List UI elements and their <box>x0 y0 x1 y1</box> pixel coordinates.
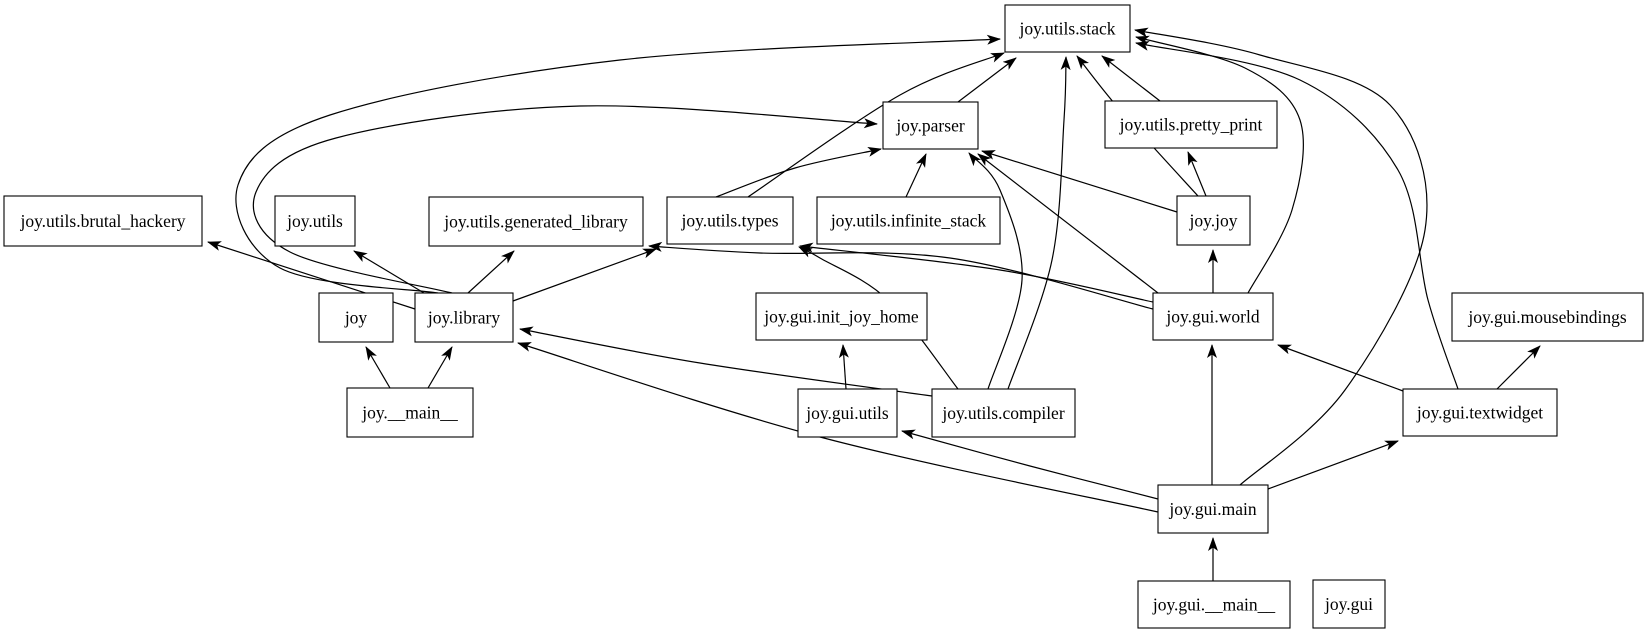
edge-world-to-parser <box>977 153 1159 294</box>
edge-textwidget-to-world <box>1277 344 1404 392</box>
node-box-utils <box>274 195 356 247</box>
node-box-init_joy_home <box>755 292 928 341</box>
nodes-layer: joy.utils.stack joy.parser joy.utils.prett… <box>3 4 1644 629</box>
node-box-parser <box>882 101 979 150</box>
node-box-generated_library <box>428 196 644 247</box>
edge-textwidget-to-stack <box>1135 40 1459 390</box>
edge-library-to-generated_library <box>467 250 515 294</box>
edge-infinite_stack-to-parser <box>905 153 927 198</box>
node-utils: joy.utils <box>274 195 356 247</box>
edges-layer <box>207 27 1541 581</box>
edge-joy_main-to-library <box>427 346 453 389</box>
node-joy_main: joy.__main__ <box>346 387 474 438</box>
node-box-joy_joy <box>1176 195 1251 246</box>
node-label-parser: joy.parser <box>895 116 965 136</box>
node-brutal_hackery: joy.utils.brutal_hackery <box>3 195 203 247</box>
node-generated_library: joy.utils.generated_library <box>428 196 644 247</box>
node-label-init_joy_home: joy.gui.init_joy_home <box>763 307 919 327</box>
node-label-joy_joy: joy.joy <box>1189 211 1238 231</box>
node-label-infinite_stack: joy.utils.infinite_stack <box>830 211 987 231</box>
node-box-brutal_hackery <box>3 195 203 247</box>
edge-compiler-to-parser <box>968 152 1023 390</box>
edge-types-to-parser <box>715 146 882 198</box>
edge-pretty_print-to-stack <box>1101 55 1161 102</box>
node-world: joy.gui.world <box>1152 292 1274 341</box>
edge-joy_joy-to-pretty_print <box>1187 151 1207 197</box>
node-gui_dunder_main: joy.gui.__main__ <box>1137 580 1291 629</box>
node-box-pretty_print <box>1104 100 1278 149</box>
edge-gui_main-to-gui_utils <box>901 429 1159 500</box>
node-types: joy.utils.types <box>666 196 794 245</box>
edge-world-to-types <box>799 242 1154 303</box>
edge-parser-to-stack <box>957 57 1017 103</box>
node-box-gui <box>1312 579 1386 629</box>
node-compiler: joy.utils.compiler <box>931 388 1076 438</box>
node-box-gui_utils <box>797 388 898 438</box>
node-box-compiler <box>931 388 1076 438</box>
node-label-gui_dunder_main: joy.gui.__main__ <box>1152 595 1276 615</box>
node-label-stack: joy.utils.stack <box>1018 19 1115 39</box>
edge-gui_main-to-stack <box>1134 27 1428 486</box>
edge-textwidget-to-mousebindings <box>1496 345 1541 390</box>
edge-joy_joy-to-parser <box>981 150 1178 213</box>
edge-world-to-generated_library <box>648 241 1154 310</box>
edge-library-to-stack <box>235 34 1001 294</box>
edge-world-to-stack <box>1135 35 1304 294</box>
node-label-brutal_hackery: joy.utils.brutal_hackery <box>19 211 185 231</box>
node-label-textwidget: joy.gui.textwidget <box>1416 403 1543 423</box>
node-box-world <box>1152 292 1274 341</box>
node-label-gui_utils: joy.gui.utils <box>805 403 889 423</box>
node-gui: joy.gui <box>1312 579 1386 629</box>
node-box-joy_main <box>346 387 474 438</box>
node-label-joy_main: joy.__main__ <box>361 403 458 423</box>
edge-library-to-types <box>512 248 657 302</box>
node-label-gui: joy.gui <box>1324 594 1373 614</box>
node-box-gui_main <box>1157 484 1269 534</box>
edge-types-to-stack <box>747 52 1005 198</box>
node-box-textwidget <box>1402 388 1558 437</box>
node-joy_joy: joy.joy <box>1176 195 1251 246</box>
node-label-compiler: joy.utils.compiler <box>941 403 1064 423</box>
node-gui_utils: joy.gui.utils <box>797 388 898 438</box>
node-box-stack <box>1004 4 1131 53</box>
node-stack: joy.utils.stack <box>1004 4 1131 53</box>
node-box-joy <box>318 292 394 343</box>
node-label-utils: joy.utils <box>286 211 343 231</box>
node-box-gui_dunder_main <box>1137 580 1291 629</box>
node-box-types <box>666 196 794 245</box>
node-pretty_print: joy.utils.pretty_print <box>1104 100 1278 149</box>
edge-joy_main-to-joy <box>365 346 391 389</box>
edge-library-to-utils <box>353 250 425 294</box>
node-label-library: joy.library <box>427 308 500 328</box>
node-gui_main: joy.gui.main <box>1157 484 1269 534</box>
node-box-infinite_stack <box>816 196 1001 245</box>
edge-gui_utils-to-init_joy_home <box>838 344 849 390</box>
edge-library-to-parser <box>252 105 878 294</box>
node-joy: joy <box>318 292 394 343</box>
edge-gui_main-to-textwidget <box>1267 440 1399 490</box>
node-label-mousebindings: joy.gui.mousebindings <box>1467 307 1627 327</box>
node-box-library <box>414 292 514 343</box>
node-parser: joy.parser <box>882 101 979 150</box>
node-label-world: joy.gui.world <box>1165 307 1259 327</box>
node-label-gui_main: joy.gui.main <box>1168 499 1257 519</box>
node-label-generated_library: joy.utils.generated_library <box>443 212 628 232</box>
edge-compiler-to-stack <box>1007 56 1071 390</box>
node-mousebindings: joy.gui.mousebindings <box>1451 292 1644 342</box>
node-box-mousebindings <box>1451 292 1644 342</box>
node-library: joy.library <box>414 292 514 343</box>
node-init_joy_home: joy.gui.init_joy_home <box>755 292 928 341</box>
node-label-joy: joy <box>344 308 368 328</box>
node-label-pretty_print: joy.utils.pretty_print <box>1119 115 1263 135</box>
node-label-types: joy.utils.types <box>680 211 778 231</box>
node-textwidget: joy.gui.textwidget <box>1402 388 1558 437</box>
node-infinite_stack: joy.utils.infinite_stack <box>816 196 1001 245</box>
